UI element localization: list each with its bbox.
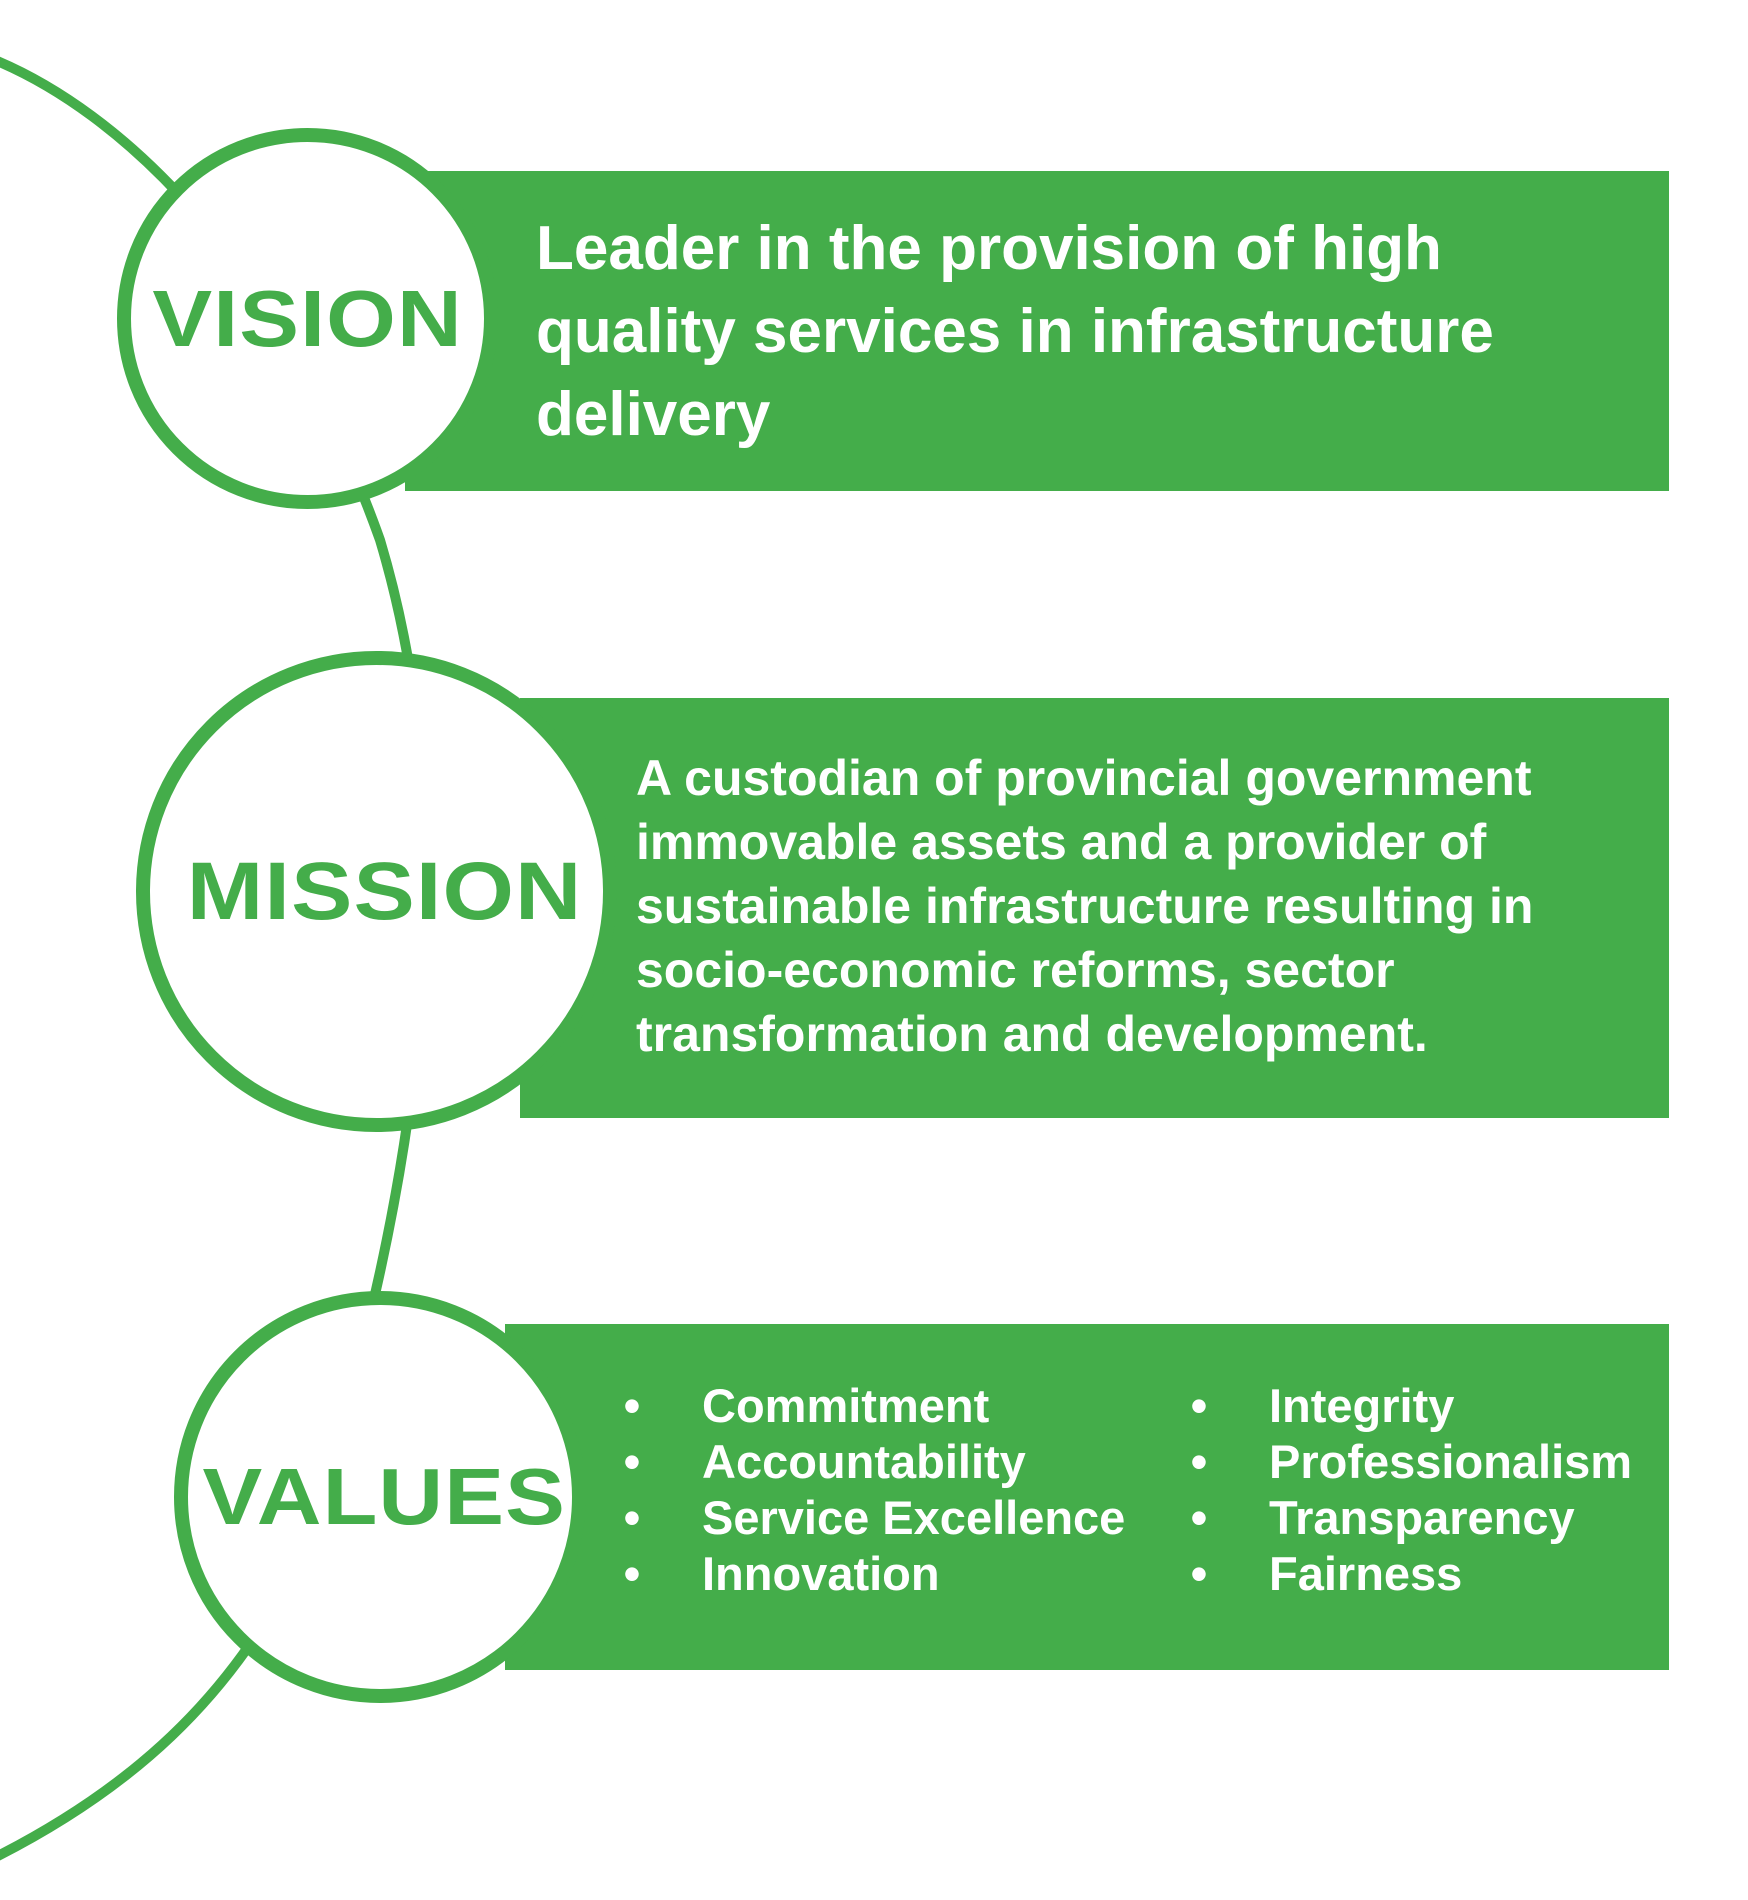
list-item: • Commitment [622,1378,1125,1434]
vision-statement: Leader in the provision of high quality … [536,214,1494,449]
values-label: VALUES [202,1452,566,1541]
bullet-icon: • [623,1435,641,1488]
mission-statement: A custodian of provincial government imm… [636,750,1534,1062]
list-item: • Service Excellence [622,1490,1126,1546]
bullet-icon: • [1190,1435,1208,1488]
list-item: • Fairness [1189,1546,1632,1602]
values-circle: VALUES [174,1291,586,1703]
vision-circle: VISION [117,128,498,509]
value-label: Professionalism [1269,1435,1633,1488]
values-list-column-1: • Commitment • Accountability • Service Exc… [622,1378,1126,1602]
value-label: Accountability [702,1435,1026,1488]
bullet-icon: • [1190,1379,1208,1432]
bullet-icon: • [1190,1547,1208,1600]
value-label: Commitment [702,1379,990,1432]
value-label: Service Excellence [702,1491,1126,1544]
mission-band: A custodian of provincial government imm… [520,698,1669,1118]
vision-band: Leader in the provision of high quality … [405,171,1669,491]
bullet-icon: • [623,1491,641,1544]
bullet-icon: • [1190,1491,1208,1544]
list-item: • Transparency [1189,1490,1632,1546]
list-item: • Professionalism [1189,1434,1632,1490]
list-item: • Accountability [622,1434,1125,1490]
mission-circle: MISSION [136,651,617,1132]
bullet-icon: • [623,1379,641,1432]
bullet-icon: • [623,1547,641,1600]
list-item: • Innovation [622,1546,1125,1602]
value-label: Integrity [1269,1379,1455,1432]
value-label: Innovation [702,1547,940,1600]
values-list-column-2: • Integrity • Professionalism • Transparenc… [1189,1378,1632,1602]
mission-label: MISSION [186,845,583,937]
vision-label: VISION [152,273,463,363]
value-label: Fairness [1269,1547,1463,1600]
values-band: • Commitment • Accountability • Service Exc… [505,1324,1669,1670]
value-label: Transparency [1269,1491,1575,1544]
list-item: • Integrity [1189,1378,1632,1434]
